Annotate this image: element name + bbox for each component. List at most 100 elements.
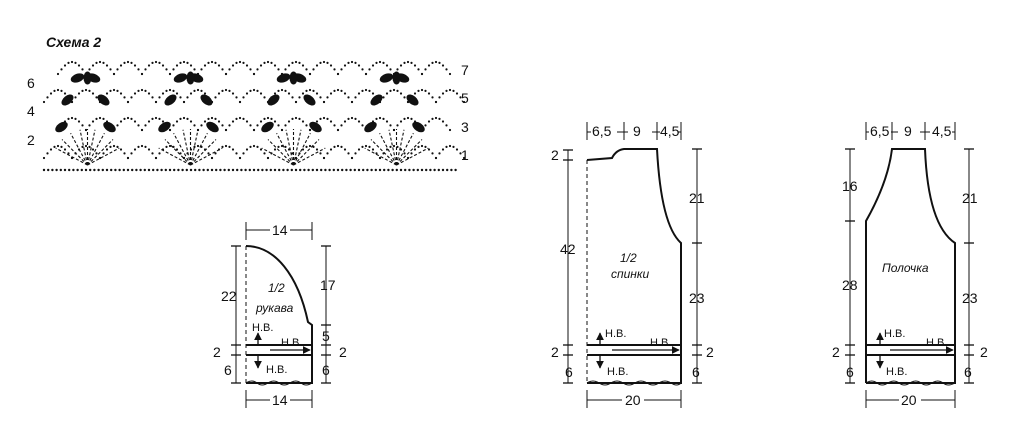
chain-dot (305, 68, 308, 71)
chain-dot (158, 96, 161, 99)
chain-dot (417, 89, 420, 92)
sleeve-left-height: 22 (221, 288, 237, 304)
chain-dot (144, 124, 147, 127)
chain-dot (305, 124, 308, 127)
chain-dot (378, 156, 382, 160)
chain-dot (102, 117, 105, 120)
chain-dot (413, 148, 417, 151)
chain-dot (336, 72, 340, 76)
chain-dot (364, 144, 368, 148)
chain-dot (217, 120, 221, 123)
chain-dot (256, 89, 259, 92)
chain-dot (207, 61, 210, 64)
chain-dot (434, 116, 438, 120)
chain-dot (172, 89, 175, 92)
sleeve-hem-wave (245, 380, 313, 386)
chain-dot (371, 92, 375, 95)
chain-dot (133, 92, 137, 95)
chain-dot (448, 72, 452, 76)
chain-dot (437, 168, 440, 172)
chain-dot (280, 88, 284, 92)
chain-dot (450, 168, 453, 172)
chain-dot (378, 60, 382, 64)
stitch-stroke (267, 139, 294, 166)
chain-dot (80, 168, 84, 172)
chain-dot (60, 89, 63, 92)
row-number-5: 5 (461, 90, 469, 106)
chain-dot (214, 117, 217, 120)
chain-dot (77, 120, 81, 123)
chain-dot (413, 64, 417, 67)
chain-dot (357, 64, 361, 67)
chain-dot (76, 168, 79, 172)
chain-dot (158, 152, 161, 155)
chain-dot (445, 124, 448, 127)
chain-dot (252, 144, 256, 148)
chain-dot (98, 116, 102, 120)
back-right-bottom: 6 (692, 364, 700, 380)
chain-dot (287, 64, 291, 67)
stitch-stroke (87, 139, 114, 166)
chain-dot (249, 68, 252, 71)
chain-dot (305, 145, 308, 148)
chain-dot (114, 168, 117, 172)
front-nv-up: Н.В. (884, 328, 905, 340)
chain-dot (238, 100, 242, 104)
chain-dot (410, 61, 413, 64)
chain-dot (385, 92, 389, 95)
chain-dot (416, 168, 419, 172)
chain-dot (298, 117, 301, 120)
chain-dot (168, 168, 172, 172)
chain-dot (462, 156, 466, 160)
chain-dot (179, 61, 182, 64)
back-right-body: 23 (689, 290, 705, 306)
chain-dot (238, 156, 242, 160)
stitch-stroke (388, 129, 398, 166)
stitch-stroke (190, 147, 223, 166)
chain-dot (249, 89, 252, 92)
chain-dot (357, 168, 361, 172)
chain-dot (315, 92, 319, 95)
stitch-stroke (70, 132, 88, 166)
chain-dot (333, 145, 336, 148)
chain-dot (319, 61, 322, 64)
chain-dot (364, 88, 368, 92)
chain-dot (231, 120, 235, 123)
stitch-stroke (55, 147, 88, 166)
chain-dot (173, 168, 176, 172)
chain-dot (382, 61, 385, 64)
chain-dot (371, 148, 375, 151)
chain-dot (291, 96, 294, 99)
front-left-body: 28 (842, 277, 858, 293)
chain-dot (147, 64, 151, 67)
puff-stitch (267, 94, 280, 106)
chain-dot (165, 68, 168, 71)
chain-dot (182, 60, 186, 64)
chain-dot (140, 128, 144, 132)
chain-dot (207, 117, 210, 120)
chain-dot (116, 145, 119, 148)
chain-dot (161, 120, 165, 123)
chain-dot (112, 72, 116, 76)
chain-dot (227, 168, 230, 172)
chain-dot (399, 64, 403, 67)
chain-dot (221, 124, 224, 127)
sleeve-label-name: рукава (255, 301, 294, 315)
chain-dot (198, 168, 201, 172)
back-top-c: 4,5 (660, 123, 680, 139)
chain-dot (319, 96, 322, 99)
chain-dot (95, 117, 98, 120)
chain-dot (228, 68, 231, 71)
chain-dot (329, 148, 333, 151)
front-nv-side: Н.В. (926, 337, 947, 349)
chain-dot (378, 168, 382, 172)
chain-dot (396, 124, 399, 127)
chain-dot (417, 145, 420, 148)
chain-dot (301, 148, 305, 151)
puff-stitch (158, 121, 171, 133)
chain-dot (382, 96, 385, 99)
chain-dot (263, 152, 266, 155)
chain-dot (70, 60, 74, 64)
chain-dot (203, 64, 207, 67)
